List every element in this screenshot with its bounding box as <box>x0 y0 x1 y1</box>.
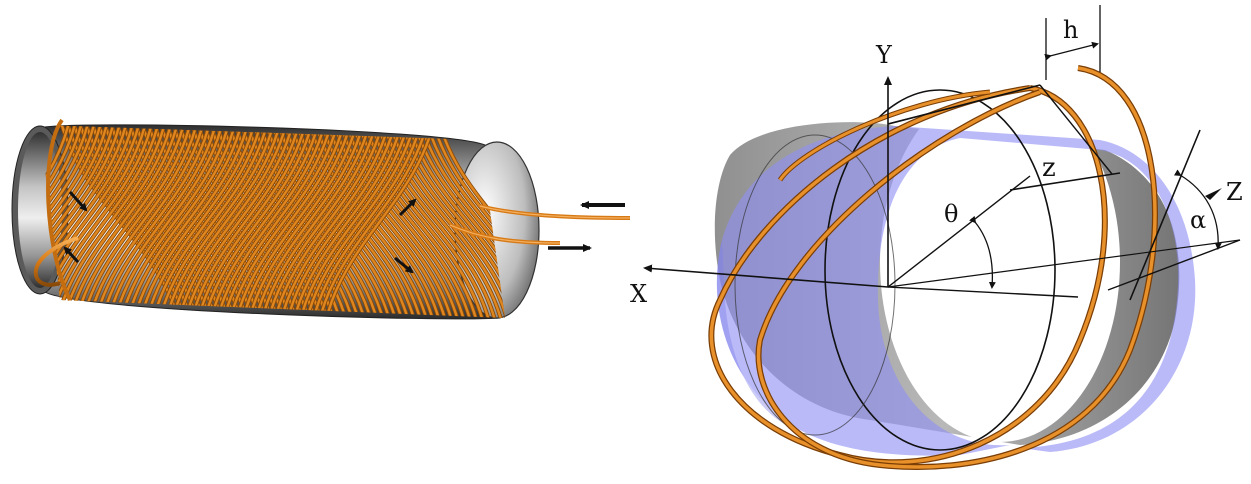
winding-turn-highlight <box>253 125 366 318</box>
winding-turn-highlight <box>74 125 187 318</box>
label-z-distance: z <box>1042 153 1056 183</box>
axis-extension <box>887 286 1079 298</box>
winding-turn-highlight <box>118 125 232 318</box>
winding-left-loop <box>46 118 72 301</box>
winding-turn-highlight <box>323 125 436 318</box>
cross-section-ellipse <box>824 89 1056 451</box>
current-direction-arrow <box>68 191 88 212</box>
winding-band-lower <box>40 125 437 318</box>
winding-turn-highlight <box>138 125 251 318</box>
winding-turn-highlight <box>259 125 372 318</box>
winding-turn-highlight <box>208 125 321 318</box>
winding-turn-highlight <box>176 125 289 318</box>
winding-turn-highlight <box>86 125 200 318</box>
winding-turn-highlight <box>144 125 257 318</box>
winding-turn-highlight <box>214 125 328 318</box>
winding-turn-highlight <box>131 125 244 318</box>
winding-turn-highlight <box>112 125 225 318</box>
winding-turn-highlight <box>54 125 168 318</box>
winding-turn-highlight <box>266 125 379 318</box>
winding-turn-highlight <box>99 125 212 318</box>
cross-section-ellipse-back <box>734 134 896 436</box>
label-theta: θ <box>944 200 958 228</box>
winding-turn-highlight <box>221 125 334 318</box>
winding-turn-highlight <box>40 125 136 318</box>
winding-turn-highlight <box>310 125 424 318</box>
winding-turn-highlight <box>125 125 238 318</box>
label-pitch: h <box>1063 16 1078 44</box>
label-x-axis: X <box>630 280 647 308</box>
winding-turn-highlight <box>244 125 368 318</box>
winding-turn-highlight <box>424 125 505 318</box>
winding-turn-highlight <box>246 125 360 318</box>
z-bracket <box>1039 84 1113 175</box>
z-axis-arrow <box>1205 188 1222 200</box>
winding-turn-highlight <box>227 125 340 318</box>
winding-turn-highlight <box>40 125 78 318</box>
winding-turn-highlight <box>157 125 270 318</box>
winding-turn-highlight <box>163 125 276 318</box>
winding-turn-highlight <box>238 125 361 318</box>
winding-turn-highlight <box>291 125 404 318</box>
current-direction-arrow <box>394 256 414 274</box>
winding-turn-highlight <box>40 125 123 318</box>
winding-turn-highlight <box>418 125 505 318</box>
winding-turn-highlight <box>272 125 385 318</box>
winding-turn-highlight <box>40 125 110 318</box>
label-z-axis: Z <box>1226 178 1243 206</box>
winding-turn-highlight <box>106 125 219 318</box>
winding-turn-highlight <box>240 125 353 318</box>
theta-arc <box>969 215 996 289</box>
winding-turn-highlight <box>40 125 142 318</box>
winding-turn-highlight <box>40 125 116 318</box>
winding-turn-highlight <box>40 125 72 318</box>
winding-turn-highlight <box>93 125 206 318</box>
tube-shell-front <box>716 126 1196 456</box>
top-edge <box>887 84 1041 125</box>
winding-turn-highlight <box>189 125 302 318</box>
z-distance-line <box>1009 172 1121 191</box>
winding-turn-highlight <box>40 125 84 318</box>
winding-turns <box>708 65 1158 470</box>
winding-turn-highlight <box>40 125 91 318</box>
theta-ray <box>887 175 1031 288</box>
winding-turn-highlight <box>304 125 417 318</box>
winding-turn-highlight <box>202 125 315 318</box>
current-direction-arrow <box>398 198 417 217</box>
winding-turn-highlight <box>67 125 180 318</box>
winding-turn-highlight <box>317 125 430 318</box>
label-y-axis: Y <box>875 41 893 69</box>
winding-turn-highlight <box>278 125 392 318</box>
winding-turn-highlight <box>40 125 129 318</box>
winding-turn-highlight <box>150 125 264 318</box>
pitch-dimension <box>1044 41 1099 61</box>
winding-turn-highlight <box>234 125 347 318</box>
winding-turn-highlight <box>61 125 174 318</box>
x-axis <box>643 264 889 288</box>
winding-turn-highlight <box>170 125 283 318</box>
winding-turn-highlight <box>195 125 308 318</box>
winding-turn-highlight <box>298 125 411 318</box>
winding-turn-highlight <box>80 125 193 318</box>
tube-inner-opening <box>880 82 1120 442</box>
winding-turn-highlight <box>251 125 374 318</box>
geometry-diagram: Y X Z z h θ α <box>630 5 1243 470</box>
wound-tube-illustration <box>11 118 631 320</box>
alpha-arc <box>1173 169 1222 250</box>
label-alpha: α <box>1190 206 1206 234</box>
wire-direction-line <box>1129 129 1201 301</box>
winding-turn-highlight <box>285 125 398 318</box>
current-direction-arrow <box>63 246 80 264</box>
winding-turn-highlight <box>182 125 296 318</box>
